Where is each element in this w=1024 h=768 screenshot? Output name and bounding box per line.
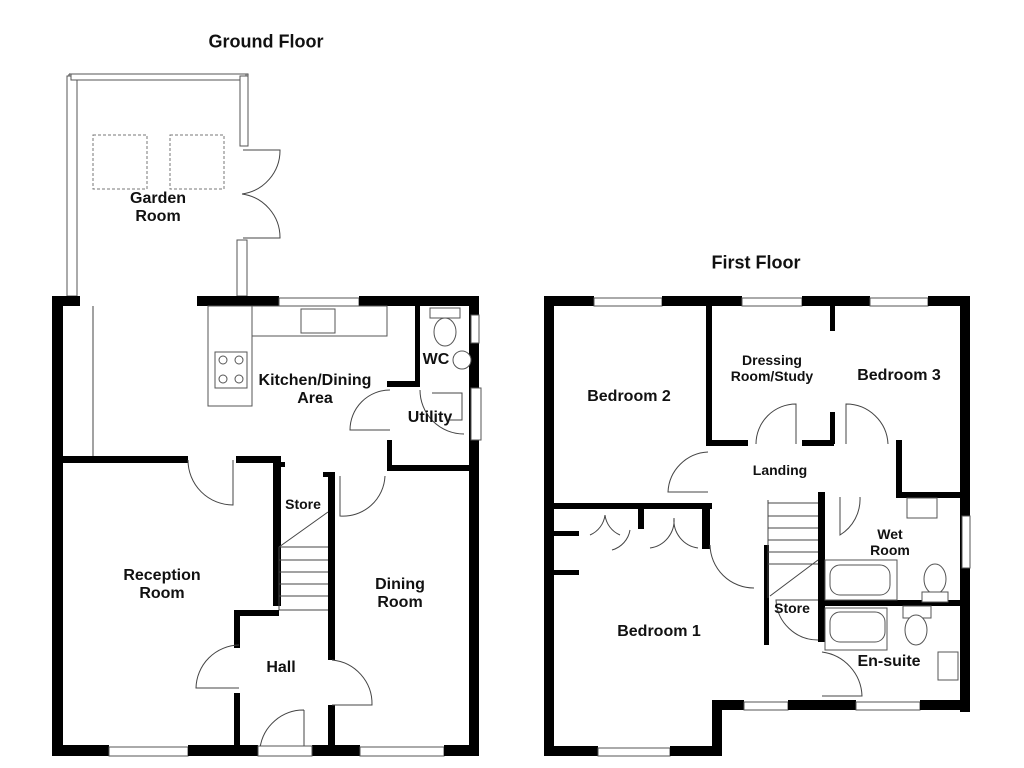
room-label-wc: WC: [422, 351, 450, 368]
room-label-garden-room: Garden Room: [129, 190, 187, 225]
first-floor-plan: [544, 296, 971, 757]
garden-room-glazing: [66, 73, 281, 297]
room-label-wet-room: Wet Room: [870, 526, 910, 558]
room-label-bedroom-3: Bedroom 3: [857, 367, 941, 384]
room-label-store-first: Store: [774, 600, 810, 616]
room-label-landing: Landing: [752, 462, 808, 478]
room-label-en-suite: En-suite: [857, 653, 921, 670]
room-label-kitchen-dining: Kitchen/Dining Area: [258, 372, 372, 407]
room-label-dining: Dining Room: [375, 576, 425, 611]
room-label-utility: Utility: [407, 409, 453, 426]
first-floor-title: First Floor: [711, 252, 801, 273]
room-label-reception: Reception Room: [123, 567, 201, 602]
room-label-hall: Hall: [266, 659, 296, 676]
wall: [52, 296, 63, 756]
room-label-store-ground: Store: [285, 496, 321, 512]
room-label-bedroom-2: Bedroom 2: [587, 388, 671, 405]
ground-stairs: [278, 511, 329, 611]
room-label-bedroom-1: Bedroom 1: [617, 623, 701, 640]
ground-floor-title: Ground Floor: [208, 31, 324, 52]
first-floor-stairs: [767, 500, 819, 598]
room-label-dressing-room: Dressing Room/Study: [730, 352, 814, 384]
ground-floor-plan: [52, 73, 482, 757]
